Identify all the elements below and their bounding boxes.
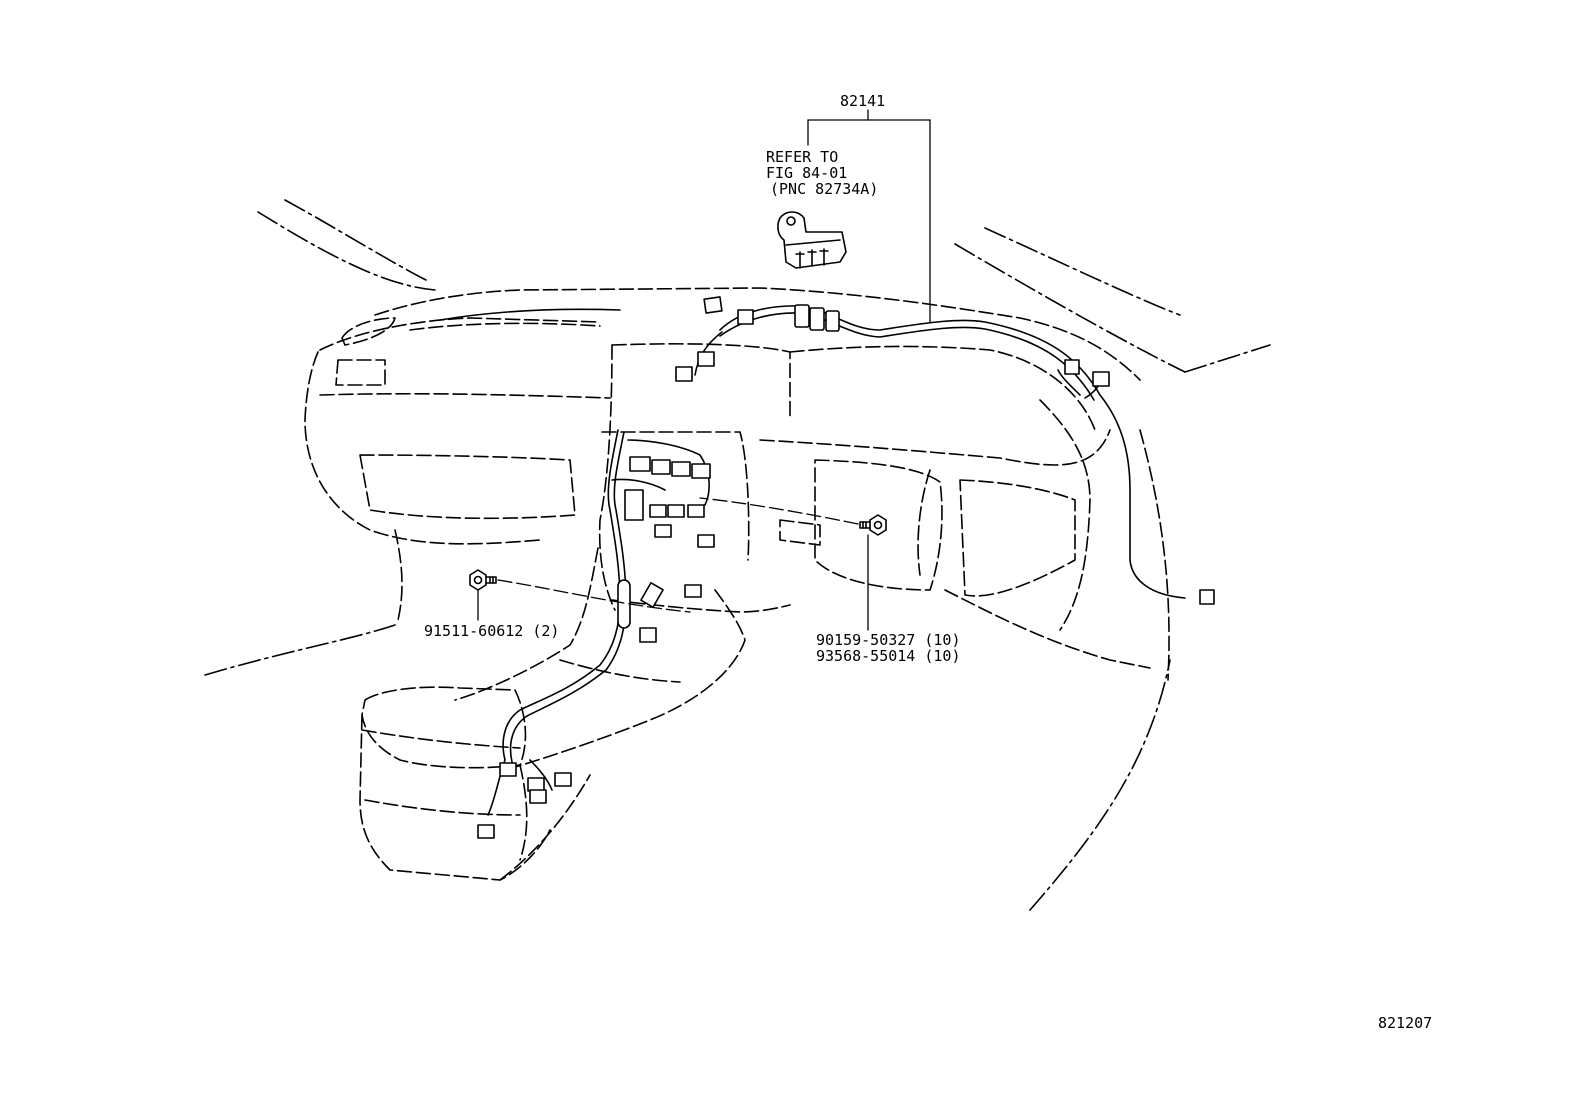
figure-number: 821207	[1378, 1014, 1432, 1032]
bolt-right-part-number-1: 90159-50327 (10)	[816, 631, 961, 649]
bolt-left-part-number: 91511-60612 (2)	[424, 622, 559, 640]
refer-text-3: (PNC 82734A)	[770, 180, 878, 198]
leaders	[477, 109, 931, 631]
center-console	[359, 547, 746, 881]
bolt-left-icon	[469, 569, 497, 591]
bolt-right-icon	[859, 514, 887, 536]
wire-harness	[487, 305, 1186, 816]
bolt-left-guide	[497, 579, 691, 613]
part-number-main: 82141	[840, 92, 885, 110]
bolt-right-guide	[699, 497, 859, 525]
refer-text-1: REFER TO	[766, 148, 838, 166]
relay-bracket	[777, 211, 847, 269]
bolt-right-part-number-2: 93568-55014 (10)	[816, 647, 961, 665]
dashboard	[304, 287, 1151, 669]
connectors	[477, 296, 1215, 839]
refer-text-2: FIG 84-01	[766, 164, 847, 182]
body-outline	[204, 199, 1271, 911]
